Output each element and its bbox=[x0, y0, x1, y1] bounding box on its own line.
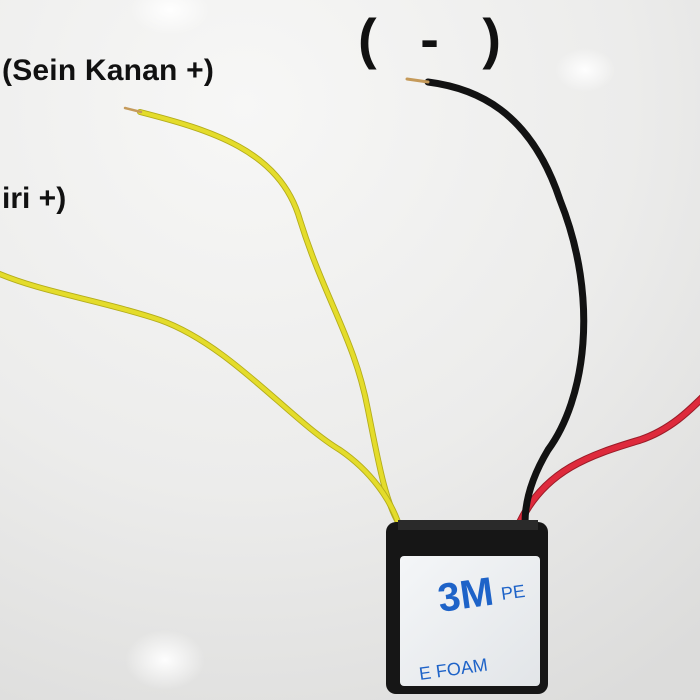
label-sein-kanan: (Sein Kanan +) bbox=[2, 54, 215, 87]
light-glare bbox=[125, 630, 205, 690]
foam-tape-sticker bbox=[400, 556, 540, 686]
black-wire bbox=[405, 77, 588, 527]
yellow-wire bbox=[0, 270, 401, 525]
red-wire bbox=[516, 394, 700, 526]
copper-wire-tip bbox=[123, 106, 143, 114]
flasher-module: 3M PE E FOAM bbox=[386, 520, 548, 694]
label-ground: ( - ) bbox=[358, 7, 516, 70]
sticker-pe-text: PE bbox=[500, 581, 527, 604]
copper-wire-tip bbox=[405, 77, 430, 84]
light-glare bbox=[555, 48, 615, 92]
sticker-brand-text: 3M bbox=[435, 570, 496, 621]
light-glare bbox=[130, 0, 210, 35]
label-sein-kiri: iri +) bbox=[2, 182, 67, 215]
yellow-wire bbox=[123, 106, 401, 525]
